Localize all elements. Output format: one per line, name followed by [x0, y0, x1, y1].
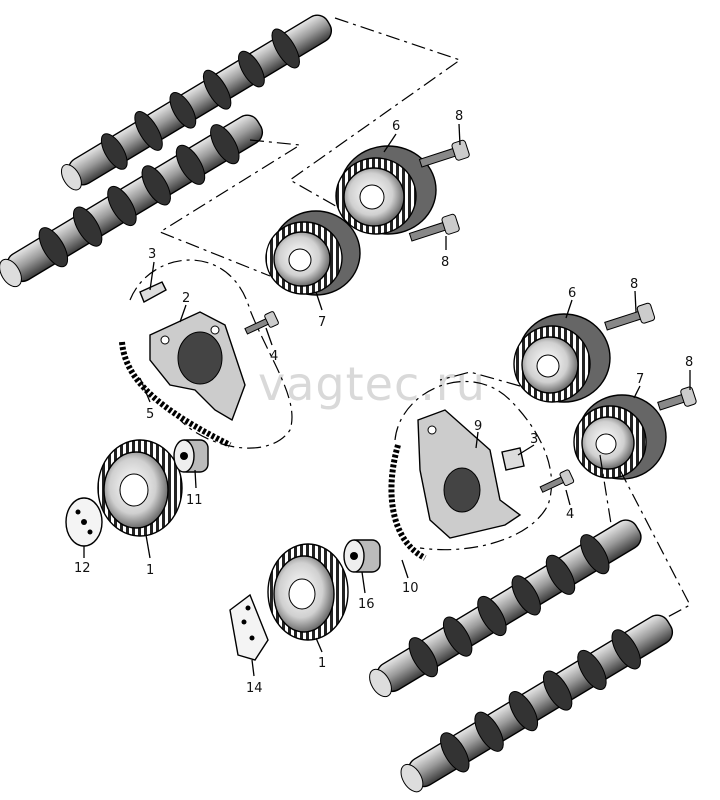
callout-8-right-a: 8 — [630, 277, 638, 292]
callout-16: 16 — [358, 597, 375, 612]
callout-3-right: 3 — [530, 432, 538, 447]
camshaft-upper-left-a — [60, 14, 333, 191]
bushing-16 — [343, 539, 381, 573]
callout-14: 14 — [246, 681, 263, 696]
callout-7-upper: 7 — [318, 315, 326, 330]
plate-14 — [229, 593, 269, 661]
chain-guide-3-right — [501, 447, 525, 471]
callout-4-left: 4 — [270, 349, 278, 364]
sprocket-1-lower — [267, 543, 349, 641]
leader-lines — [83, 123, 691, 677]
camshaft-adjuster-7-right — [573, 394, 667, 480]
assembly-lines-left — [158, 17, 462, 277]
callout-4-right: 4 — [566, 507, 574, 522]
sprocket-1-left — [97, 439, 183, 537]
callout-8-right-b: 8 — [685, 355, 693, 370]
callouts: 3 2 4 5 6 8 8 7 11 12 1 6 8 8 7 9 3 4 10… — [74, 109, 693, 696]
bolt-4-right — [539, 469, 575, 493]
chain-envelope-right — [394, 381, 553, 551]
chain-tensioner-9 — [417, 409, 522, 539]
callout-9: 9 — [474, 419, 482, 434]
disc-12 — [65, 497, 103, 547]
callout-12: 12 — [74, 561, 91, 576]
callout-1-left: 1 — [146, 563, 154, 578]
callout-8-upper-a: 8 — [455, 109, 463, 124]
callout-8-upper-b: 8 — [441, 255, 449, 270]
callout-6-upper: 6 — [392, 119, 400, 134]
bolt-8-right-a — [604, 302, 656, 331]
bolt-8-right-b — [657, 386, 697, 411]
bolt-4-left — [244, 311, 279, 335]
callout-3-left: 3 — [148, 247, 156, 262]
callout-11: 11 — [186, 493, 203, 508]
timing-chain-5 — [119, 341, 232, 448]
callout-10: 10 — [402, 581, 419, 596]
watermark: vagtec.ru — [258, 357, 486, 411]
bolt-8-upper-a — [418, 139, 470, 168]
callout-2: 2 — [182, 291, 190, 306]
callout-6-right: 6 — [568, 286, 576, 301]
bolt-8-upper-b — [408, 213, 460, 242]
callout-7-right: 7 — [636, 372, 644, 387]
chain-guide-3-left — [139, 281, 167, 303]
chain-tensioner-2 — [149, 311, 246, 422]
bushing-11 — [173, 439, 209, 473]
camshaft-adjuster-6-upper — [335, 145, 437, 235]
timing-chain-10 — [388, 444, 427, 561]
camshaft-upper-left-b — [0, 114, 264, 288]
chain-envelope-left — [129, 259, 293, 449]
camshaft-lower-right-a — [369, 519, 642, 698]
camshaft-adjuster-7-upper — [265, 210, 361, 296]
callout-5: 5 — [146, 407, 154, 422]
camshaft-lower-right-b — [400, 614, 674, 793]
callout-1-lower: 1 — [318, 656, 326, 671]
camshaft-adjuster-6-right — [513, 313, 611, 403]
